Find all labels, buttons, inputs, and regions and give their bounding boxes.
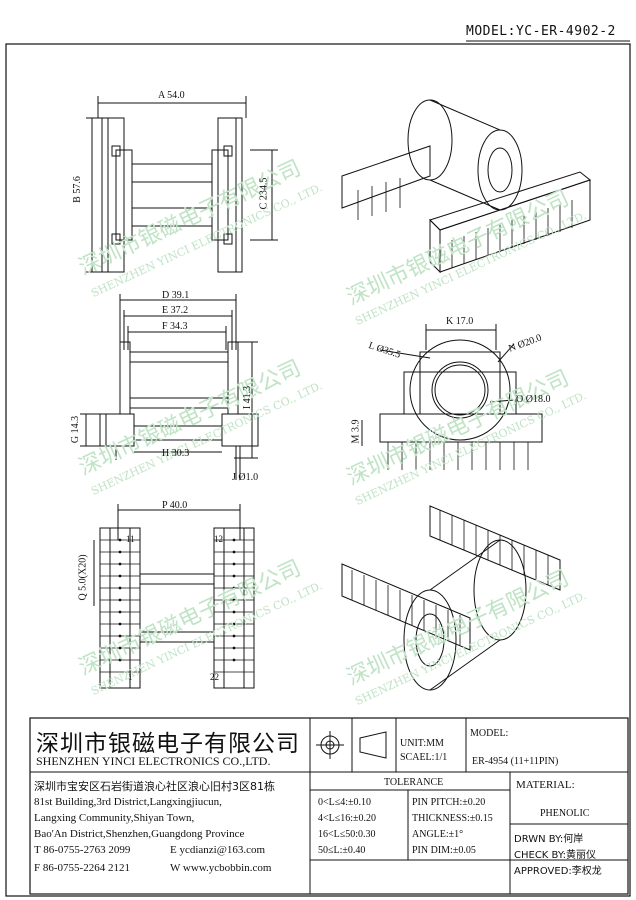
tolerance-title: TOLERANCE [384,777,444,788]
dim-d-label: D 39.1 [162,290,190,301]
company-name-en: SHENZHEN YINCI ELECTRONICS CO.,LTD. [36,754,271,768]
tol-right-1: PIN PITCH:±0.20 [412,797,486,808]
pin-1-label: 1 [128,672,133,682]
top-view-drawing [86,96,278,273]
dim-p-label: P 40.0 [162,500,188,511]
contact-tel: T 86-0755-2763 2099 [34,844,131,856]
approved-by: APPROVED:李权龙 [514,866,602,877]
tol-left-2: 4<L≤16:±0.20 [318,813,377,824]
dim-b-label: B 57.6 [71,176,83,203]
tol-right-4: PIN DIM:±0.05 [412,845,476,856]
title-block-grid [29,717,629,895]
tol-left-4: 50≤L:±0.40 [318,845,366,856]
address-line-4: Bao'An District,Shenzhen,Guangdong Provi… [34,828,245,840]
dim-g-label: G 14.3 [70,415,82,444]
material-label: MATERIAL: [516,779,575,791]
isometric-bottom-drawing [341,505,561,691]
dim-a-label: A 54.0 [158,90,185,101]
contact-email: E ycdianzi@163.com [170,844,266,856]
dim-j-label: J Ø1.0 [232,472,259,483]
pin-12-label: 12 [214,534,223,544]
check-by: CHECK BY:黄丽仪 [514,850,597,861]
pin-11-label: 11 [126,534,135,544]
dim-m-label: M 3.9 [350,419,362,444]
tol-right-3: ANGLE:±1° [412,829,464,840]
isometric-top-drawing [341,99,592,274]
unit-label: UNIT:MM [400,738,444,749]
side-view-drawing [80,294,259,480]
model-value: ER-4954 (11+11PIN) [472,756,559,767]
address-line-1: 深圳市宝安区石岩街道浪心社区浪心旧村3区81栋 [34,780,275,793]
tol-left-1: 0<L≤4:±0.10 [318,797,372,808]
material-value: PHENOLIC [540,808,590,819]
dim-q-label: Q 5.0(X20) [77,554,89,601]
contact-fax: F 86-0755-2264 2121 [34,862,130,874]
address-line-3: Langxing Community,Shiyan Town, [34,812,195,824]
drawn-by: DRWN BY:何岸 [514,834,584,845]
front-view-drawing [361,324,543,470]
address-line-2: 81st Building,3rd District,Langxingjiucu… [34,796,222,808]
pin-22-label: 22 [210,672,219,682]
scale-label: SCAEL:1/1 [400,752,448,763]
dim-e-label: E 37.2 [162,305,189,316]
model-label: MODEL: [470,728,509,739]
drawing-model-header: MODEL:YC-ER-4902-2 [466,24,616,39]
dim-c-label: C 234.5 [258,177,270,210]
dim-f-label: F 34.3 [162,321,188,332]
tol-right-2: THICKNESS:±0.15 [412,813,493,824]
tol-left-3: 16<L≤50:0.30 [318,829,376,840]
contact-web: W www.ycbobbin.com [170,862,272,874]
bottom-view-drawing [93,504,255,689]
dim-h-label: H 30.3 [162,448,190,459]
dim-o-label: O Ø18.0 [516,394,551,405]
dim-k-label: K 17.0 [446,316,474,327]
dim-i-label: I 41.3 [242,385,254,410]
company-name-cn: 深圳市银磁电子有限公司 [36,731,300,757]
